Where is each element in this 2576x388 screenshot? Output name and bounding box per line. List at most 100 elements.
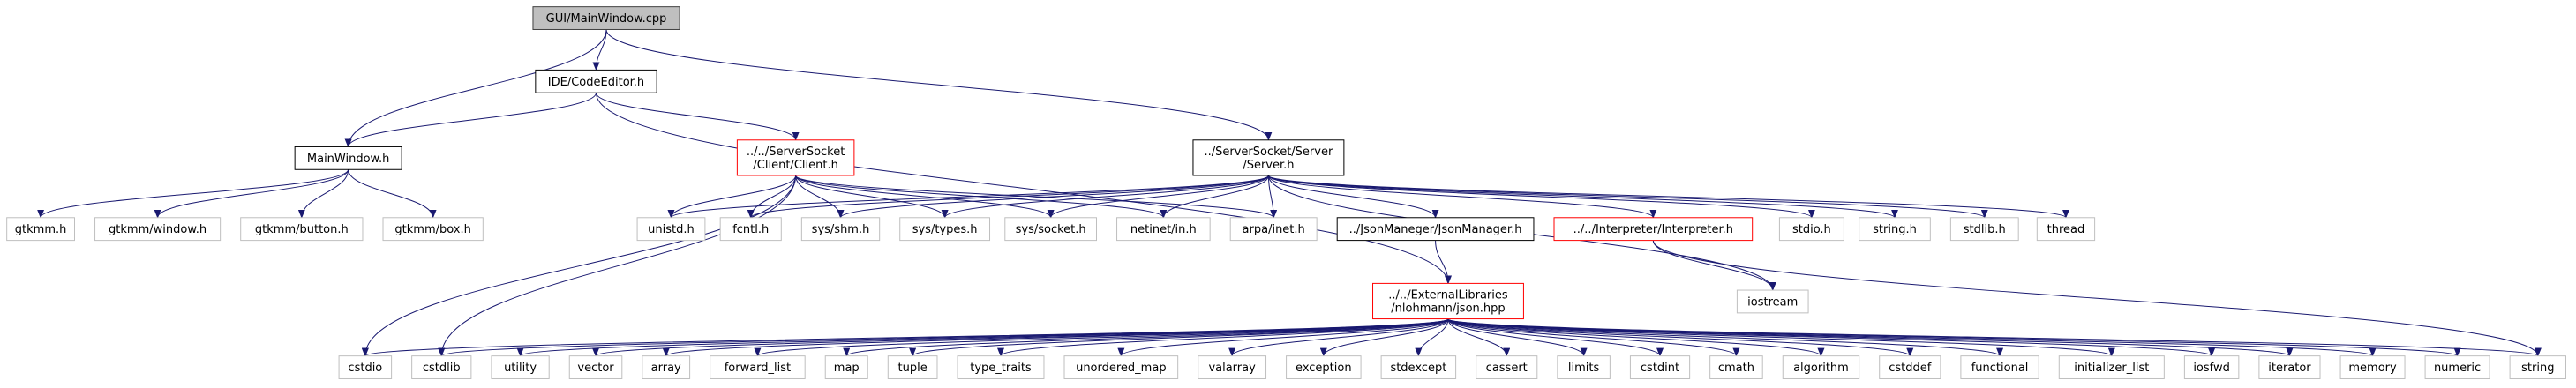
node-label: /Server.h bbox=[1243, 159, 1294, 172]
node-cassert: cassert bbox=[1476, 355, 1538, 379]
node-box bbox=[1372, 282, 1524, 320]
node-box bbox=[491, 355, 550, 379]
node-label: cstdint bbox=[1641, 362, 1679, 375]
node-map: map bbox=[824, 355, 868, 379]
node-type-traits: type_traits bbox=[957, 355, 1045, 379]
node-box bbox=[1629, 355, 1691, 379]
edge-json-hpp-to-iterator bbox=[1447, 318, 2293, 357]
edge-json-hpp-to-iosfwd bbox=[1447, 318, 2215, 357]
edge-json-hpp-to-cassert bbox=[1447, 318, 1511, 357]
node-label: functional bbox=[1971, 362, 2029, 375]
edge-json-hpp-to-valarray bbox=[1228, 318, 1449, 357]
node-iterator: iterator bbox=[2258, 355, 2321, 379]
node-initializer-list: initializer_list bbox=[2058, 355, 2165, 379]
node-jsonmanager-h[interactable]: ../JsonManeger/JsonManager.h bbox=[1336, 217, 1535, 242]
edge-jsonmanager-h-to-json-hpp bbox=[1435, 240, 1452, 285]
node-exception: exception bbox=[1286, 355, 1362, 379]
node-box bbox=[1949, 217, 2019, 242]
edge-json-hpp-to-functional bbox=[1447, 318, 2003, 357]
node-box bbox=[719, 217, 782, 242]
node-box bbox=[1286, 355, 1362, 379]
node-label: netinet/in.h bbox=[1130, 223, 1197, 236]
node-netinet-in-h: netinet/in.h bbox=[1116, 217, 1211, 242]
node-label: ../JsonManeger/JsonManager.h bbox=[1349, 223, 1522, 236]
node-unordered-map: unordered_map bbox=[1063, 355, 1179, 379]
node-box bbox=[1736, 289, 1809, 314]
node-thread: thread bbox=[2036, 217, 2096, 242]
node-limits: limits bbox=[1557, 355, 1611, 379]
node-forward-list: forward_list bbox=[710, 355, 806, 379]
edge-client-h-to-arpa-inet-h bbox=[795, 175, 1277, 219]
node-utility: utility bbox=[491, 355, 550, 379]
edge-json-hpp-to-forward-list bbox=[754, 318, 1449, 357]
node-label: cstdio bbox=[348, 362, 382, 375]
node-unistd-h: unistd.h bbox=[636, 217, 706, 242]
node-box bbox=[294, 146, 402, 170]
node-label: MainWindow.h bbox=[307, 153, 389, 166]
edge-client-h-to-sys-types-h bbox=[795, 175, 949, 219]
edge-server-h-to-jsonmanager-h bbox=[1267, 175, 1439, 219]
node-arpa-inet-h: arpa/inet.h bbox=[1229, 217, 1318, 242]
edge-json-hpp-to-cmath bbox=[1447, 318, 1740, 357]
node-vector: vector bbox=[568, 355, 623, 379]
node-algorithm: algorithm bbox=[1782, 355, 1860, 379]
node-label: gtkmm/window.h bbox=[109, 223, 207, 236]
node-label: tuple bbox=[898, 362, 928, 375]
node-label: ../../Interpreter/Interpreter.h bbox=[1573, 223, 1733, 236]
node-label: ../../ServerSocket bbox=[747, 146, 845, 159]
edge-json-hpp-to-numeric bbox=[1447, 318, 2461, 357]
node-box bbox=[736, 139, 855, 176]
node-box bbox=[887, 355, 938, 379]
node-box bbox=[2058, 355, 2165, 379]
edge-server-h-to-unistd-h bbox=[667, 175, 1269, 219]
node-label: algorithm bbox=[1793, 362, 1849, 375]
node-client-h[interactable]: ../../ServerSocket/Client/Client.h bbox=[736, 139, 855, 176]
edge-json-hpp-to-string bbox=[1447, 318, 2542, 357]
node-label: exception bbox=[1296, 362, 1352, 375]
node-interpreter-h[interactable]: ../../Interpreter/Interpreter.h bbox=[1553, 217, 1754, 242]
edge-json-hpp-to-array bbox=[663, 318, 1449, 357]
node-gtkmm-window-h: gtkmm/window.h bbox=[94, 217, 222, 242]
node-label: cstdlib bbox=[423, 362, 461, 375]
node-gtkmm-button-h: gtkmm/button.h bbox=[240, 217, 364, 242]
node-cstdlib: cstdlib bbox=[411, 355, 472, 379]
node-label: utility bbox=[504, 362, 537, 375]
node-box bbox=[1063, 355, 1179, 379]
node-array: array bbox=[642, 355, 691, 379]
node-label: stdlib.h bbox=[1964, 223, 2006, 236]
node-label: sys/shm.h bbox=[812, 223, 870, 236]
node-box bbox=[800, 217, 881, 242]
node-server-h[interactable]: ../ServerSocket/Server/Server.h bbox=[1192, 139, 1345, 176]
node-layer: GUI/MainWindow.cppIDE/CodeEditor.hMainWi… bbox=[6, 6, 2566, 379]
node-mainwindow-h[interactable]: MainWindow.h bbox=[294, 146, 402, 170]
node-label: numeric bbox=[2434, 362, 2481, 375]
node-label: gtkmm.h bbox=[15, 223, 67, 236]
node-label: iostream bbox=[1747, 295, 1798, 309]
edge-client-h-to-cstdlib bbox=[438, 175, 797, 357]
node-json-hpp[interactable]: ../../ExternalLibraries/nlohmann/json.hp… bbox=[1372, 282, 1524, 320]
node-label: valarray bbox=[1208, 362, 1256, 375]
node-codeeditor-h[interactable]: IDE/CodeEditor.h bbox=[535, 69, 657, 93]
edge-server-h-to-thread bbox=[1267, 175, 2069, 219]
node-label: thread bbox=[2047, 223, 2085, 236]
node-label: iterator bbox=[2268, 362, 2311, 375]
node-label: /nlohmann/json.hpp bbox=[1391, 302, 1505, 315]
edge-mainwindow-h-to-gtkmm-button-h bbox=[297, 169, 349, 219]
node-label: forward_list bbox=[725, 362, 791, 375]
edge-server-h-to-arpa-inet-h bbox=[1267, 175, 1278, 219]
edge-server-h-to-sys-socket-h bbox=[1047, 175, 1269, 219]
node-box bbox=[338, 355, 393, 379]
node-iosfwd: iosfwd bbox=[2183, 355, 2240, 379]
edge-codeeditor-h-to-client-h bbox=[595, 93, 800, 141]
node-box bbox=[94, 217, 222, 242]
node-string-h: string.h bbox=[1859, 217, 1931, 242]
node-box bbox=[1380, 355, 1457, 379]
edge-interpreter-h-to-iostream bbox=[1652, 240, 1776, 292]
node-label: sys/types.h bbox=[912, 223, 978, 236]
node-mainwindow-cpp[interactable]: GUI/MainWindow.cpp bbox=[532, 6, 680, 30]
node-label: memory bbox=[2348, 362, 2397, 375]
edge-json-hpp-to-algorithm bbox=[1447, 318, 1825, 357]
node-box bbox=[2258, 355, 2321, 379]
node-box bbox=[899, 217, 991, 242]
